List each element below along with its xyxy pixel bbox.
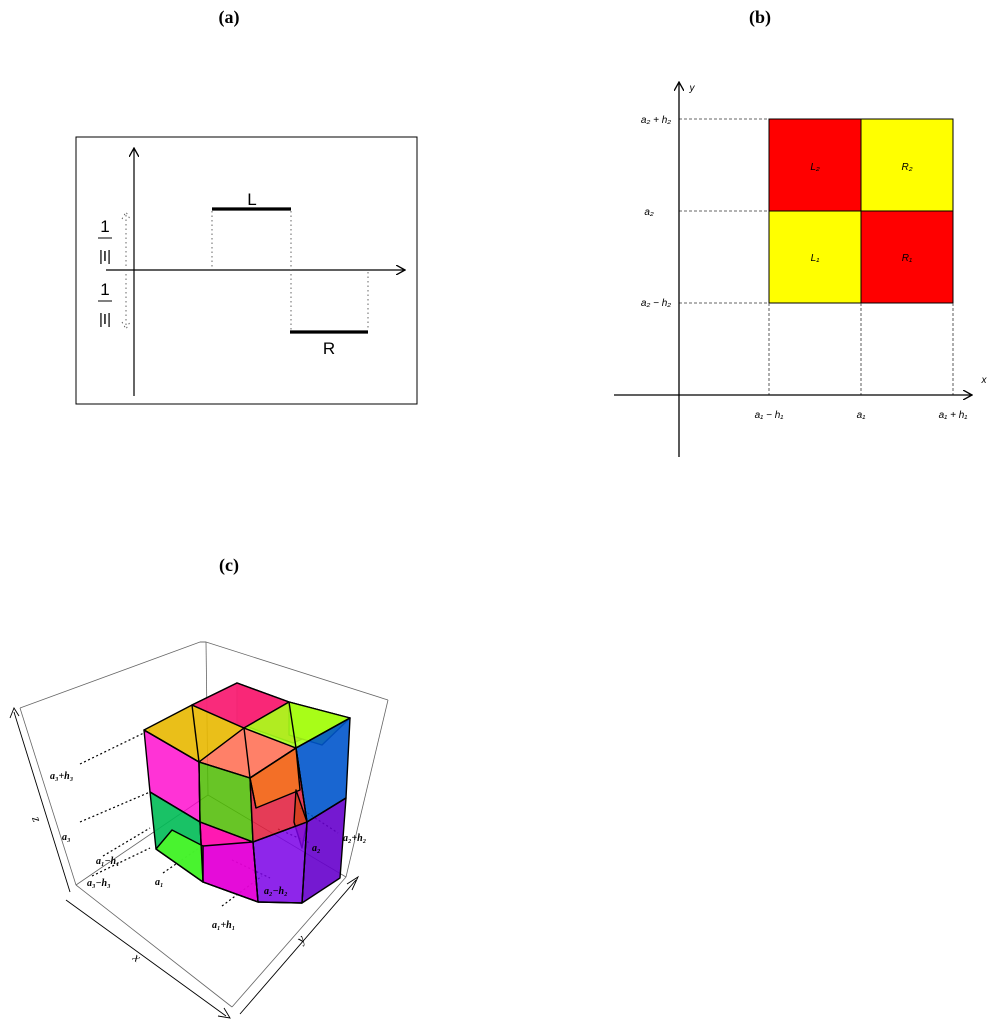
panel-b-cell-r2 <box>860 118 954 212</box>
panel-b-label: (b) <box>749 7 771 28</box>
svg-text:1: 1 <box>100 280 109 299</box>
panel-c-label-a1: a₁ <box>155 877 164 888</box>
panel-c-label: (c) <box>219 555 239 576</box>
panel-b-x-axis-label: x <box>981 375 987 386</box>
panel-c: (c) z x y <box>9 555 389 1019</box>
panel-c-axis-z-label: z <box>29 813 45 823</box>
panel-b-cell-r1 <box>860 210 954 304</box>
panel-a-label: (a) <box>219 7 240 28</box>
panel-b-cell-r1-label: R₁ <box>902 253 912 264</box>
panel-a-height-arrow-top <box>121 211 131 266</box>
panel-b-xtick-mid: a₁ <box>857 410 866 421</box>
panel-b-cell-r2-label: R₂ <box>901 162 912 173</box>
panel-b-y-axis-label: y <box>689 83 696 94</box>
panel-a-fraction-top: 1 |I| <box>98 217 112 265</box>
svg-text:|I|: |I| <box>99 248 111 265</box>
panel-b-xtick-right: a₁ + h₁ <box>939 410 968 421</box>
panel-a-height-arrow-bottom <box>121 274 131 330</box>
panel-c-left-labels: a₃+h₃ a₃ a₁−h₁ a₃−h₃ a₁ a₁+h₁ <box>50 771 235 931</box>
panel-c-right-labels: a₂+h₂ a₂ a₂−h₂ <box>264 833 366 897</box>
panel-b: (b) L₂ R₂ L₁ R₁ x y a₂ + h₂ a₂ a₂ − h₂ a… <box>614 7 987 457</box>
panel-c-label-a1-plus-h1: a₁+h₁ <box>212 920 235 931</box>
panel-c-axis-x-label: x <box>129 949 144 965</box>
panel-b-ytick-bottom: a₂ − h₂ <box>641 298 671 309</box>
panel-c-axis-arrows <box>9 707 360 1019</box>
panel-a-label-r: R <box>323 339 335 358</box>
panel-c-label-a2-minus-h2: a₂−h₂ <box>264 886 288 897</box>
svg-text:1: 1 <box>100 217 109 236</box>
svg-text:|I|: |I| <box>99 311 111 328</box>
panel-b-cell-l2-label: L₂ <box>810 162 820 173</box>
panel-a: (a) L R 1 |I| 1 |I| <box>75 7 418 405</box>
panel-b-ytick-top: a₂ + h₂ <box>641 115 671 126</box>
panel-c-label-a2-plus-h2: a₂+h₂ <box>343 833 366 844</box>
panel-a-fraction-bottom: 1 |I| <box>98 280 112 328</box>
panel-a-label-l: L <box>247 190 256 209</box>
panel-c-label-a2: a₂ <box>312 843 321 854</box>
panel-c-label-a3-plus-h3: a₃+h₃ <box>50 771 73 782</box>
panel-a-frame <box>75 136 418 405</box>
panel-b-cell-l1 <box>768 210 862 304</box>
panel-b-cell-l1-label: L₁ <box>811 253 820 264</box>
panel-c-label-a3-minus-h3: a₃−h₃ <box>87 878 111 889</box>
panel-c-cube <box>143 682 351 904</box>
panel-b-ytick-mid: a₂ <box>644 207 654 218</box>
panel-a-dotted-guides <box>121 211 369 330</box>
panel-b-dashed-guides <box>679 118 954 395</box>
panel-c-label-a1-minus-h1: a₁−h₁ <box>96 856 120 867</box>
panel-b-xtick-left: a₁ − h₁ <box>755 410 784 421</box>
panel-c-label-a3: a₃ <box>62 832 71 843</box>
